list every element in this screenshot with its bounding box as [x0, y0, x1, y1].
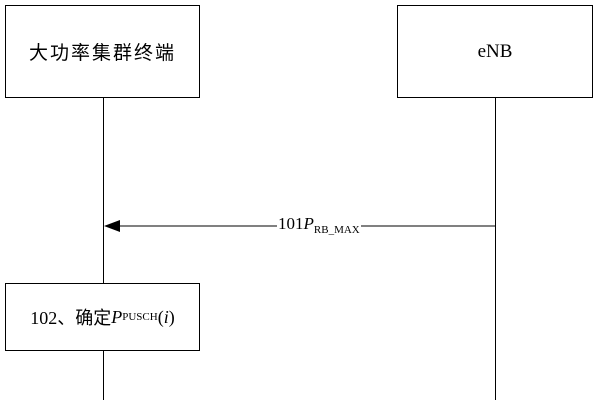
enb-lifeline [495, 98, 496, 400]
terminal-lifeline-lower [103, 351, 104, 400]
step-arg: i [163, 306, 169, 327]
terminal-lifeline-upper [103, 98, 104, 283]
step-arg-open: ( [157, 306, 164, 327]
step-action-text: 确定 [75, 308, 112, 328]
message-arrowhead-icon [104, 220, 120, 232]
terminal-participant-box: 大功率集群终端 [5, 5, 200, 98]
terminal-participant-label: 大功率集群终端 [28, 43, 176, 64]
step-symbol: P [111, 306, 123, 327]
message-symbol: P [303, 214, 314, 233]
step-arg-close: ) [168, 306, 175, 327]
message-label: 101PRB_MAX [277, 214, 361, 240]
message-subscript: RB_MAX [313, 224, 360, 236]
step-subscript: PUSCH [122, 311, 158, 323]
step-number: 102、 [30, 308, 76, 328]
enb-participant-box: eNB [397, 5, 593, 98]
enb-participant-label: eNB [477, 40, 513, 62]
message-step-number: 101 [278, 214, 304, 233]
